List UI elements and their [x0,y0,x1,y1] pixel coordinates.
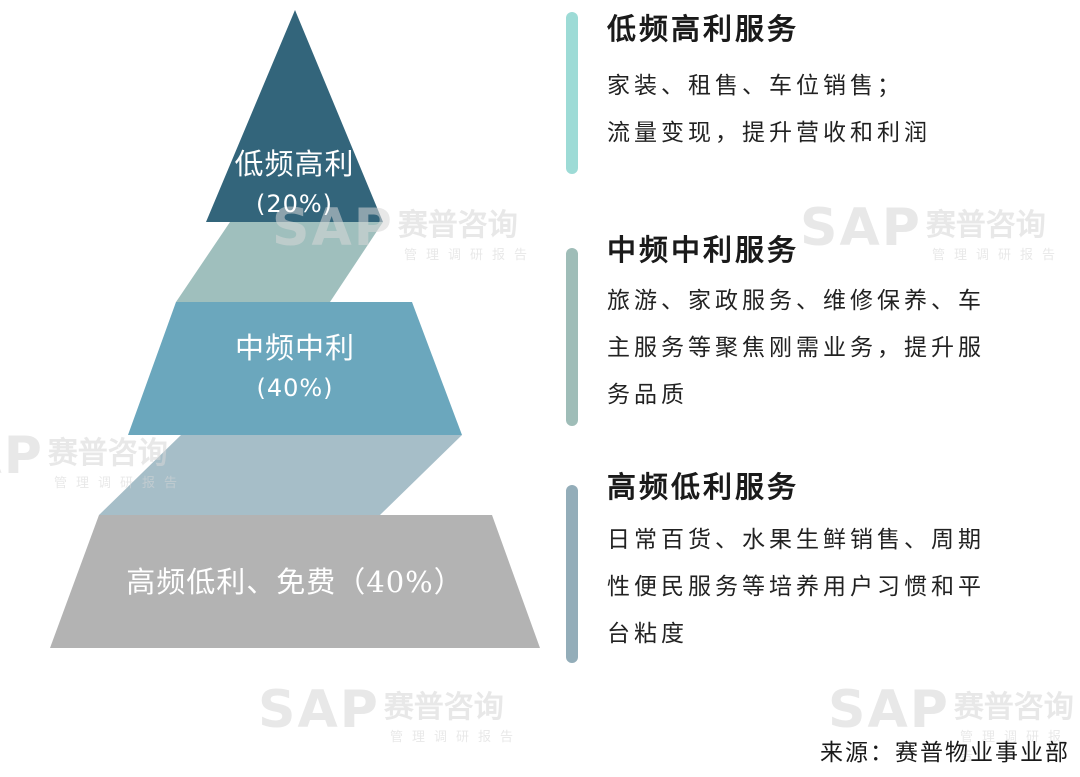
pyramid-tier-top [206,10,383,222]
pyramid-tier-bottom [50,515,540,648]
service-accent-bar [566,248,578,426]
service-line: 旅游、家政服务、维修保养、车 [607,288,985,314]
tier-top-percent: (20%) [255,190,334,218]
service-description: 旅游、家政服务、维修保养、车 主服务等聚焦刚需业务，提升服 务品质 [607,278,1027,419]
connector-middle-bottom [99,435,462,515]
pyramid-tier-middle [128,302,462,435]
tier-middle-title: 中频中利 [234,331,355,365]
tier-bottom-title: 高频低利、免费（40%） [126,565,464,599]
service-description: 家装、租售、车位销售； 流量变现，提升营收和利润 [607,63,1027,157]
tier-middle-label: 中频中利 (40%) [128,328,462,408]
service-line: 流量变现，提升营收和利润 [607,120,931,146]
service-accent-bar [566,12,578,174]
tier-bottom-label: 高频低利、免费（40%） [50,562,540,602]
source-note: 来源：赛普物业事业部 [820,740,1070,766]
service-title: 中频中利服务 [607,233,800,267]
connector-top-middle [176,222,383,302]
service-block-high-frequency: 高频低利服务 日常百货、水果生鲜销售、周期 性便民服务等培养用户习惯和平 台粘度 [607,467,1027,658]
tier-middle-percent: (40%) [256,374,334,402]
service-description: 日常百货、水果生鲜销售、周期 性便民服务等培养用户习惯和平 台粘度 [607,517,1027,658]
service-line: 日常百货、水果生鲜销售、周期 [607,527,985,553]
service-line: 家装、租售、车位销售； [607,73,904,99]
service-accent-bar [566,485,578,663]
service-title: 低频高利服务 [607,12,800,46]
service-block-low-frequency: 低频高利服务 家装、租售、车位销售； 流量变现，提升营收和利润 [607,9,1027,157]
service-block-mid-frequency: 中频中利服务 旅游、家政服务、维修保养、车 主服务等聚焦刚需业务，提升服 务品质 [607,230,1027,419]
tier-top-title: 低频高利 [234,147,355,181]
service-line: 台粘度 [607,621,688,647]
service-line: 性便民服务等培养用户习惯和平 [607,574,985,600]
service-line: 务品质 [607,382,688,408]
tier-top-label: 低频高利 (20%) [206,144,383,224]
service-title: 高频低利服务 [607,470,800,504]
service-line: 主服务等聚焦刚需业务，提升服 [607,335,985,361]
